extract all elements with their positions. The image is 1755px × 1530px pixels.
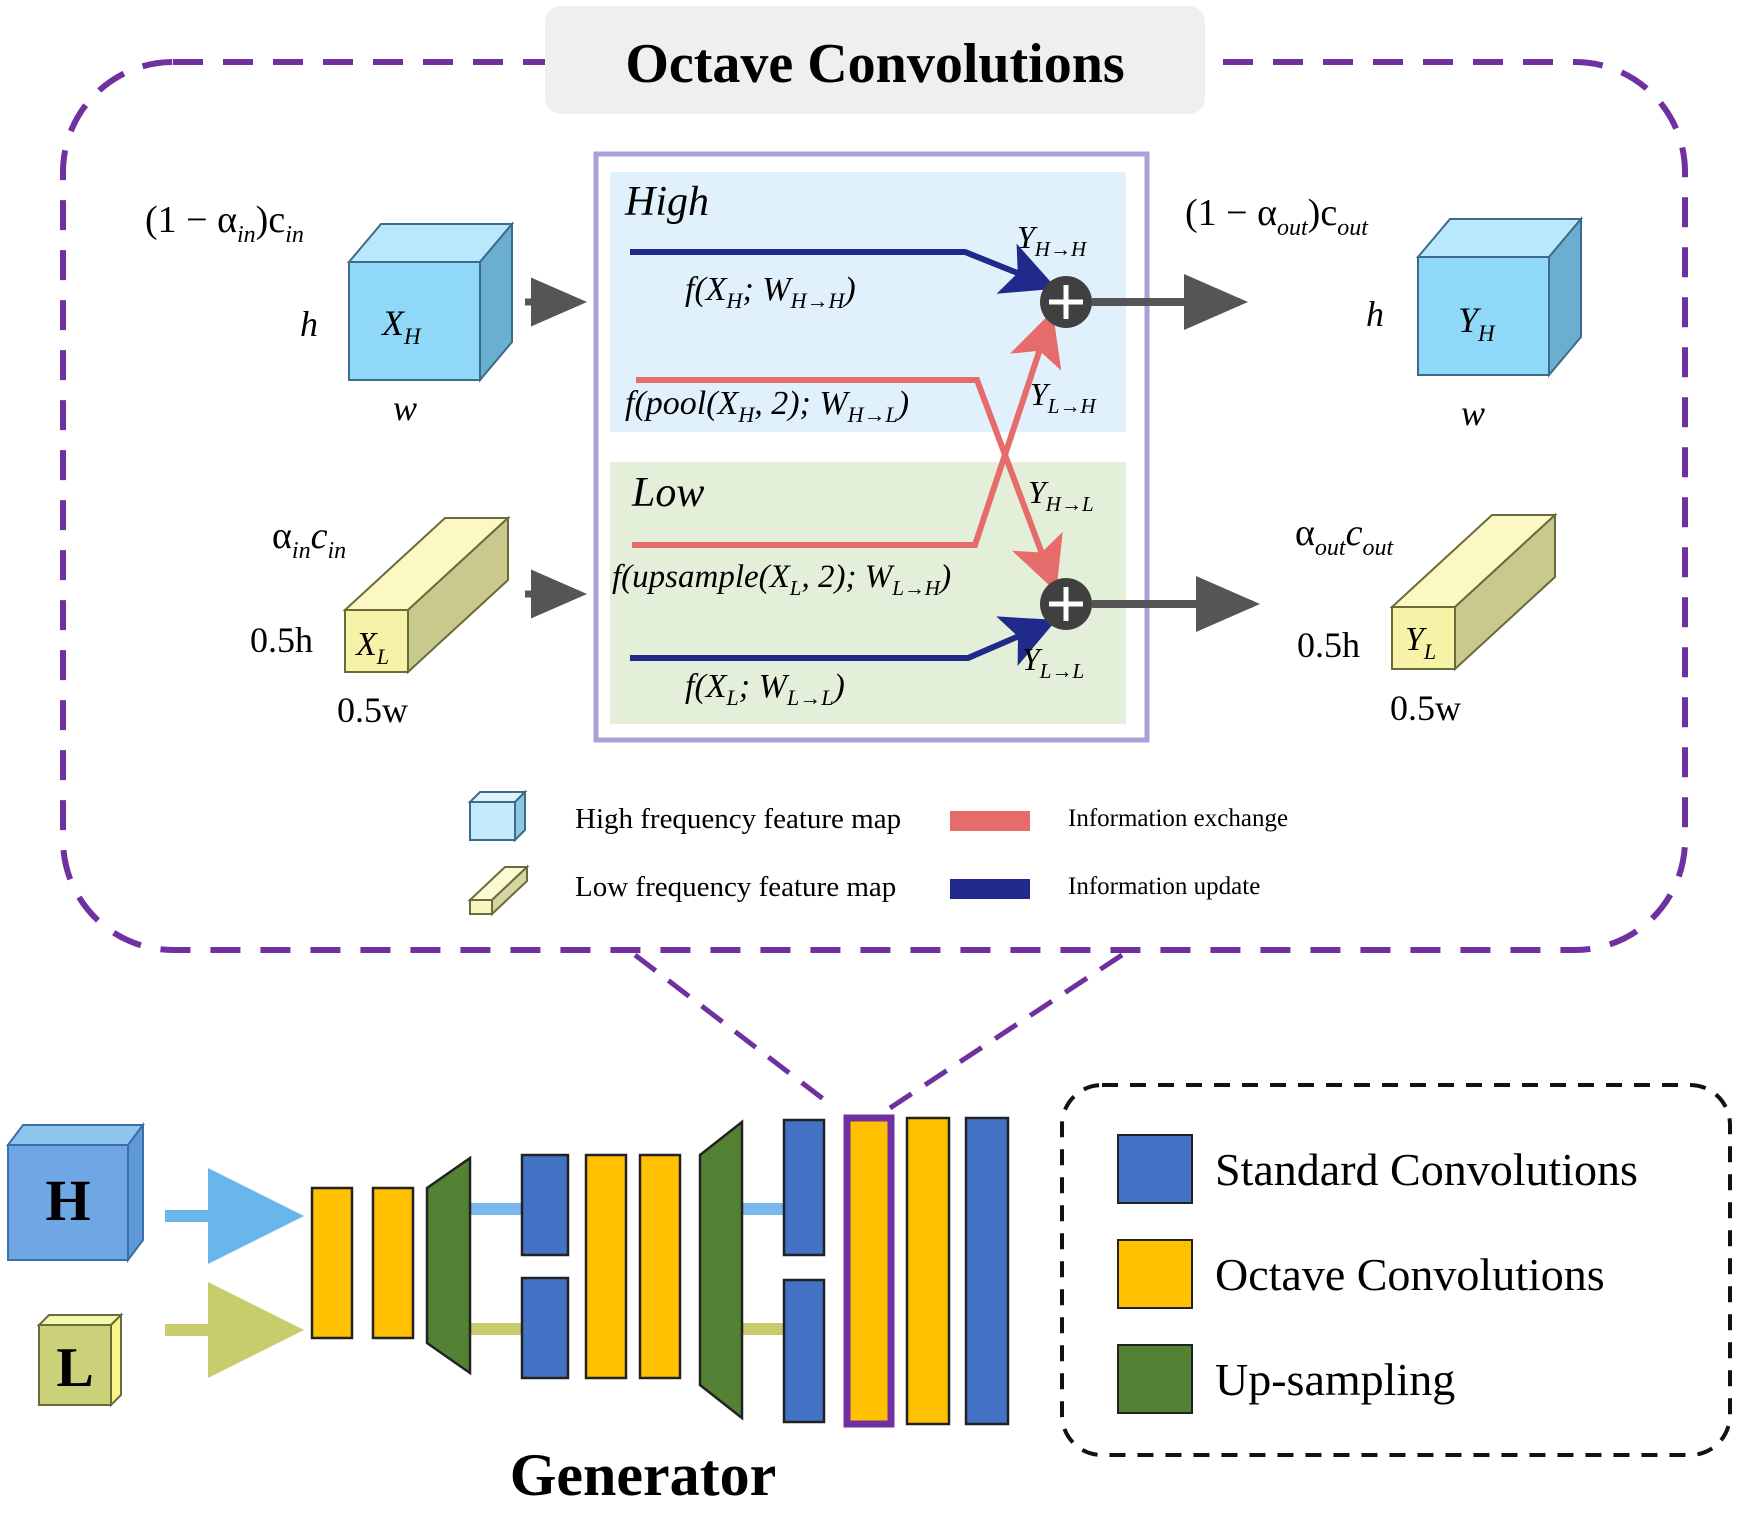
octave-conv-layer-1 [310, 1186, 354, 1340]
input-cube-h-label: H [45, 1168, 90, 1233]
legend-upsampling-label: Up-sampling [1215, 1354, 1455, 1405]
octave-conv-layer-4 [638, 1153, 682, 1380]
output-low-channels: αoutcout [1295, 512, 1394, 561]
legend-bottom-frame [1060, 1083, 1732, 1457]
exchange-path-low-to-high [632, 310, 1062, 548]
sum-node-high [1040, 276, 1092, 328]
output-half-w-label: 0.5w [1390, 688, 1461, 728]
y-high-to-high-label: YH→H [1017, 219, 1088, 261]
sum-node-low [1040, 578, 1092, 630]
output-h-label: h [1366, 294, 1384, 334]
y-low-to-high-label: YL→H [1030, 376, 1097, 418]
low-region [610, 462, 1126, 724]
output-high-cube-label: YH [1458, 300, 1496, 346]
output-half-h-label: 0.5h [1297, 625, 1360, 665]
octave-conv-layer-5 [905, 1116, 951, 1426]
title-box [545, 6, 1205, 114]
input-half-h-label: 0.5h [250, 620, 313, 660]
legend-low-map-label: Low frequency feature map [575, 871, 896, 903]
y-high-to-low-label: YH→L [1028, 474, 1094, 516]
exchange-path-high-to-low [636, 377, 1063, 592]
input-high-cube [346, 221, 515, 383]
formula-high-to-low: f(pool(XH, 2); WH→L) [625, 385, 909, 427]
legend-octave-label: Octave Convolutions [1215, 1249, 1605, 1300]
output-low-cube-label: YL [1405, 621, 1436, 664]
legend-upsampling-swatch [1117, 1344, 1193, 1414]
legend-standard-label: Standard Convolutions [1215, 1144, 1638, 1195]
legend-low-map-icon [467, 864, 530, 917]
upsampling-layer-1 [425, 1155, 472, 1376]
legend-high-map-label: High frequency feature map [575, 803, 901, 835]
output-w-label: w [1461, 393, 1485, 433]
input-high-cube-label: XH [380, 303, 422, 349]
output-high-cube [1415, 216, 1584, 378]
title: Octave Convolutions [625, 33, 1124, 95]
generator-label: Generator [510, 1442, 777, 1508]
input-cube-h [6, 1122, 145, 1263]
y-low-to-low-label: YL→L [1022, 641, 1084, 683]
standard-conv-layer-1a [520, 1153, 570, 1257]
high-region-label: High [624, 179, 709, 225]
skip-connection-high-2 [742, 1203, 792, 1215]
standard-conv-layer-2b [782, 1278, 826, 1424]
octave-conv-layer-3 [584, 1153, 628, 1380]
octave-conv-layer-2 [371, 1186, 415, 1340]
skip-connection-low-1 [470, 1323, 522, 1335]
input-h-label: h [300, 304, 318, 344]
input-low-channels: αincin [272, 515, 346, 564]
update-path-low [630, 616, 1057, 667]
legend-exchange-swatch [950, 811, 1030, 831]
input-cube-l-label: L [56, 1337, 93, 1399]
formula-low-to-low: f(XL; WL→L) [685, 668, 845, 710]
upsampling-layer-2 [698, 1119, 744, 1421]
legend-exchange-label: Information exchange [1068, 805, 1288, 832]
legend-update-swatch [950, 879, 1030, 899]
update-path-high [630, 243, 1057, 294]
legend-standard-swatch [1117, 1134, 1193, 1204]
input-low-cube-label: XL [354, 626, 389, 669]
zoom-line-left [633, 953, 837, 1110]
skip-connection-low-2 [742, 1323, 792, 1335]
legend-octave-swatch [1117, 1239, 1193, 1309]
legend-update-label: Information update [1068, 873, 1260, 900]
input-half-w-label: 0.5w [337, 690, 408, 730]
zoom-line-right [888, 952, 1124, 1111]
output-low-cube [1389, 512, 1558, 672]
input-w-label: w [393, 388, 417, 428]
standard-conv-layer-2a [782, 1118, 826, 1257]
formula-high-to-high: f(XH; WH→H) [685, 271, 856, 313]
standard-conv-layer-1b [520, 1276, 570, 1380]
low-region-label: Low [631, 470, 704, 516]
output-high-channels: (1 − αout)cout [1185, 192, 1369, 241]
input-high-channels: (1 − αin)cin [145, 199, 304, 248]
input-cube-l [36, 1312, 124, 1408]
standard-conv-layer-3 [964, 1116, 1010, 1426]
octave-conv-layer-highlighted [843, 1114, 895, 1428]
legend-high-map-icon [467, 789, 528, 843]
skip-connection-high-1 [470, 1203, 522, 1215]
input-low-cube [342, 515, 511, 675]
formula-low-to-high: f(upsample(XL, 2); WL→H) [612, 559, 951, 600]
